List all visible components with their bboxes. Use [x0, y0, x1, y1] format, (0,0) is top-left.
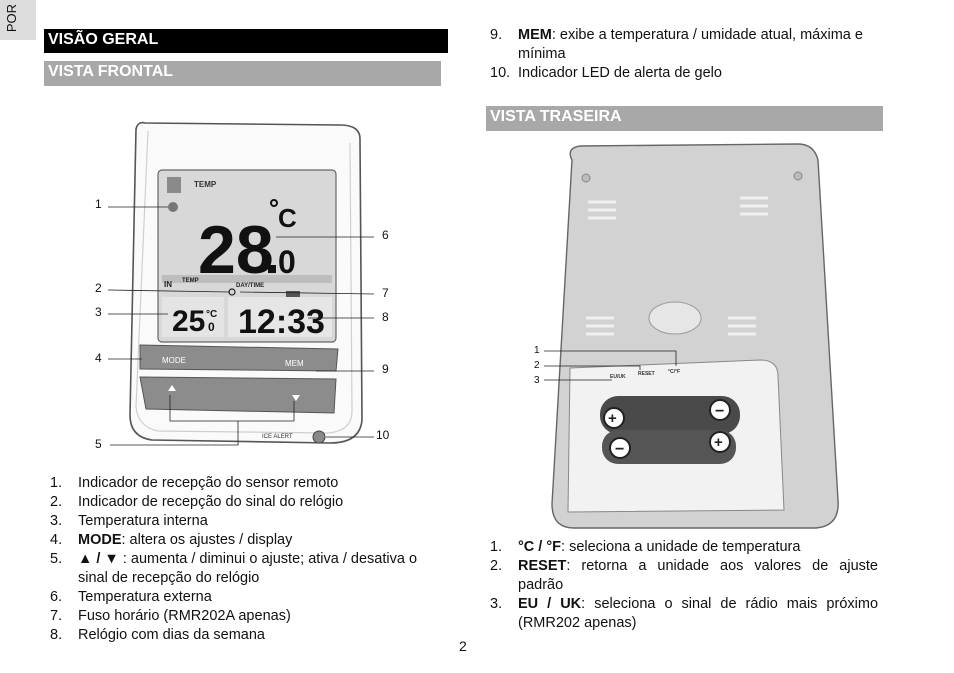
eu-uk-switch-label: EU/UK [610, 374, 626, 380]
svg-text:−: − [715, 403, 724, 420]
list-item: 7.Fuso horário (RMR202A apenas) [50, 608, 291, 624]
list-item: 6.Temperatura externa [50, 589, 212, 605]
minus-terminal-icon [609, 437, 631, 459]
indoor-temp-digits: 25 [172, 305, 205, 338]
list-item: 3.EU / UK: seleciona o sinal de rádio ma… [490, 596, 879, 631]
lcd-daytime-label: DAY/TIME [236, 283, 264, 289]
front-callout-7: 7 [382, 286, 389, 300]
overview-heading-text: VISÃO GERAL [48, 31, 159, 48]
svg-text:+: + [608, 410, 617, 427]
plus-terminal-icon [603, 407, 625, 429]
battery-2 [602, 430, 736, 464]
mode-button-label: MODE [162, 356, 186, 365]
svg-text:0: 0 [278, 244, 296, 280]
back-callout-1: 1 [534, 345, 540, 356]
back-view-list: 1.°C / °F: seleciona a unidade de temper… [490, 538, 878, 633]
svg-text:°C: °C [206, 309, 217, 320]
front-callout-2: 2 [95, 281, 102, 295]
up-arrow-icon [168, 385, 176, 391]
front-callout-5: 5 [95, 437, 102, 451]
page-number: 2 [459, 638, 467, 654]
sensor-signal-icon [168, 202, 178, 212]
unit-switch-label: °C/°F [668, 369, 680, 375]
reset-button-label: RESET [638, 371, 655, 377]
language-tab: POR [0, 0, 36, 40]
front-view-heading-text: VISTA FRONTAL [48, 63, 174, 80]
list-item: 8.Relógio com dias da semana [50, 627, 265, 643]
remote-sensor-icon [167, 177, 181, 193]
ice-alert-label: ICE ALERT [262, 434, 293, 440]
front-callout-1: 1 [95, 197, 102, 211]
clock-digits: 12:33 [238, 303, 325, 341]
list-item: 1.°C / °F: seleciona a unidade de temper… [490, 539, 801, 555]
back-view-heading-text: VISTA TRASEIRA [490, 108, 622, 125]
front-view-list: 1.Indicador de recepção do sensor remoto… [50, 474, 442, 645]
list-item: 1.Indicador de recepção do sensor remoto [50, 475, 339, 491]
language-tab-label: POR [4, 4, 19, 33]
outdoor-temp-digits: 28 [198, 212, 274, 288]
overview-heading: VISÃO GERAL [44, 29, 448, 53]
battery-1 [600, 396, 740, 434]
mem-button-label: MEM [285, 359, 304, 368]
front-view-heading: VISTA FRONTAL [44, 61, 441, 86]
front-view-diagram: TEMP 28 C 0 IN TEMP DAY/TIME 25 °C 0 12:… [107, 121, 375, 446]
list-item: 2.RESET: retorna a unidade aos valores d… [490, 558, 878, 593]
celsius-unit-icon: C [278, 203, 297, 233]
front-callout-8: 8 [382, 310, 389, 324]
list-item: 10.Indicador LED de alerta de gelo [490, 65, 722, 81]
front-callout-3: 3 [95, 305, 102, 319]
back-callout-3: 3 [534, 375, 540, 386]
front-view-list-continued: 9.MEM: exibe a temperatura / umidade atu… [490, 26, 882, 83]
svg-text:0: 0 [208, 320, 215, 334]
list-item: 9.MEM: exibe a temperatura / umidade atu… [490, 27, 863, 62]
list-item: 2.Indicador de recepção do sinal do reló… [50, 494, 344, 510]
front-callout-10: 10 [376, 428, 390, 442]
weekday-icon [286, 291, 300, 301]
lcd-small-temp-label: TEMP [182, 278, 199, 284]
up-down-button-bar [139, 376, 337, 414]
list-item: 4.MODE: altera os ajustes / display [50, 532, 293, 548]
down-arrow-icon [292, 395, 300, 401]
list-item: 3.Temperatura interna [50, 513, 208, 529]
minus-terminal-icon [709, 399, 731, 421]
svg-text:+: + [714, 434, 723, 451]
back-view-diagram: EU/UK RESET °C/°F + − − + [544, 143, 839, 529]
svg-text:−: − [615, 441, 624, 458]
lcd-temp-label: TEMP [194, 180, 217, 189]
front-callout-9: 9 [382, 362, 389, 376]
plus-terminal-icon [709, 431, 731, 453]
back-callout-2: 2 [534, 360, 540, 371]
ice-alert-led-icon [312, 430, 326, 444]
lcd-in-label: IN [164, 280, 172, 289]
list-item: 5.▲ / ▼ : aumenta / diminui o ajuste; at… [50, 551, 418, 586]
back-view-heading: VISTA TRASEIRA [486, 106, 883, 131]
front-callout-6: 6 [382, 228, 389, 242]
front-callout-4: 4 [95, 351, 102, 365]
